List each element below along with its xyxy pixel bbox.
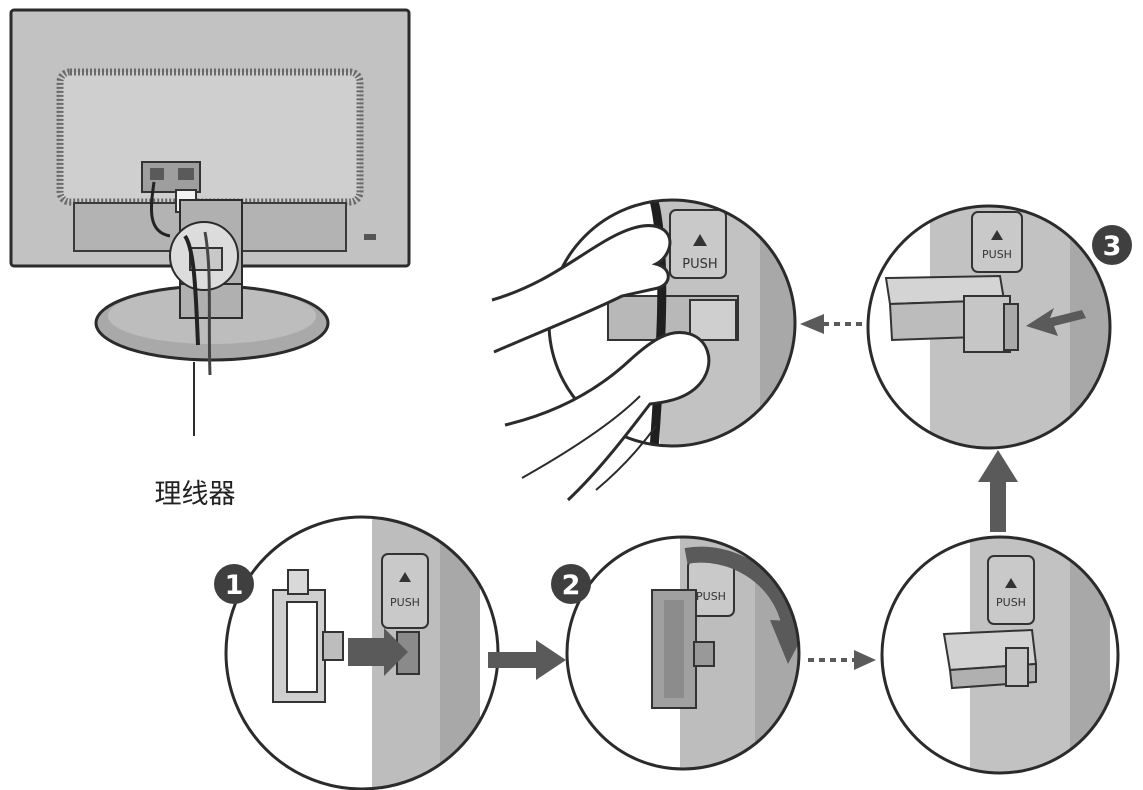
arrow-result-to-step3 xyxy=(978,450,1018,532)
step-3-circle: PUSH xyxy=(866,204,1112,450)
push-label-4: PUSH xyxy=(982,248,1012,261)
step-2-circle: PUSH xyxy=(565,535,801,771)
push-label-1: PUSH xyxy=(390,596,420,609)
callout-label: 理线器 xyxy=(155,479,236,510)
cable-holder-callout: 理线器 xyxy=(155,362,236,510)
step-badge-1: 1 xyxy=(214,564,254,604)
arrow-step1-to-step2 xyxy=(488,640,566,680)
push-label-2: PUSH xyxy=(696,590,726,603)
flow-arrows xyxy=(488,314,1018,680)
push-label-3: PUSH xyxy=(996,596,1026,609)
push-label-5: PUSH xyxy=(682,257,717,272)
step-number-3: 3 xyxy=(1103,231,1122,262)
step-1-circle: PUSH xyxy=(224,515,500,790)
monitor-back-view xyxy=(9,8,411,376)
hands-illustration xyxy=(491,224,711,502)
step-number-1: 1 xyxy=(225,570,244,601)
step-badge-2: 2 xyxy=(551,564,591,604)
step-badge-3: 3 xyxy=(1092,225,1132,265)
step-number-2: 2 xyxy=(562,570,581,601)
step-result-circle: PUSH xyxy=(880,535,1120,775)
